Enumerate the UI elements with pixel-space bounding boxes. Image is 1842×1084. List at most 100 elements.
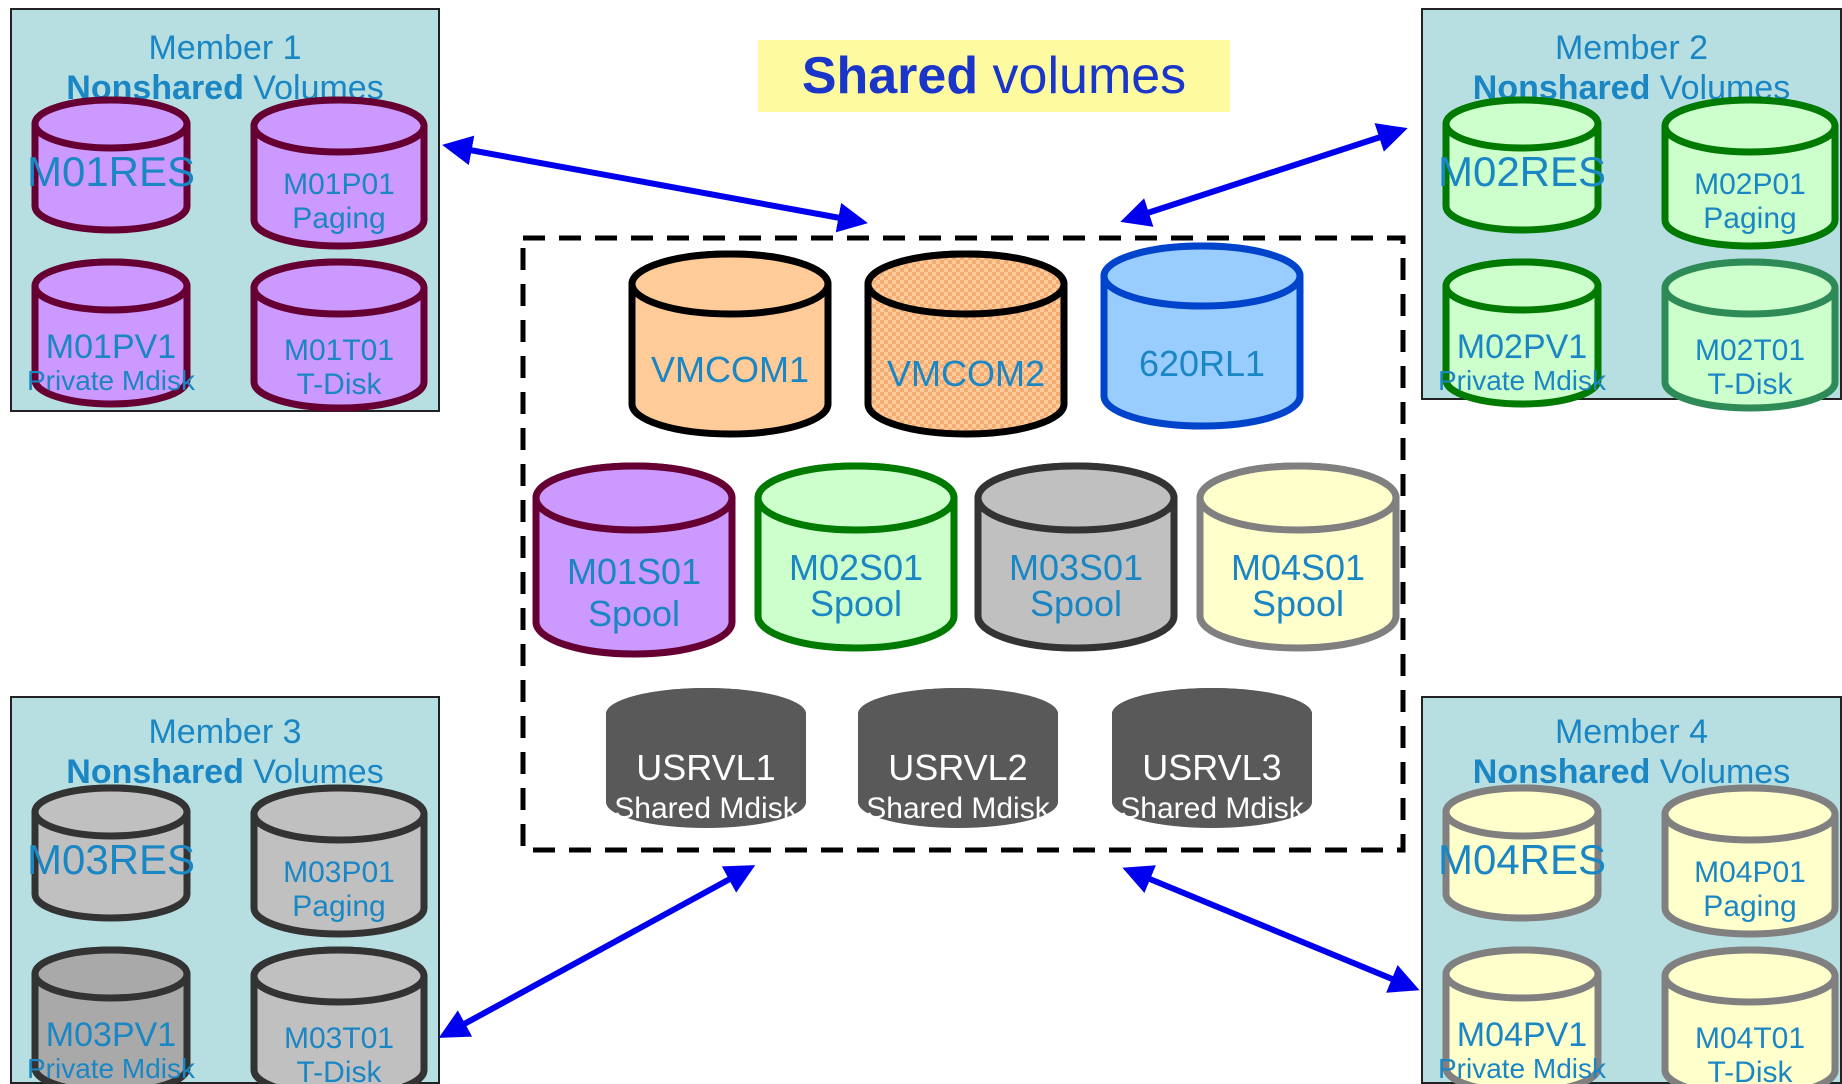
cylinder-top [1442, 96, 1602, 152]
volume-sublabel: T-Disk [297, 368, 383, 401]
volume-sublabel: Shared Mdisk [614, 792, 798, 825]
member-3-nonshared: Nonshared Volumes [66, 753, 384, 791]
cylinder-top [858, 688, 1058, 740]
volume-label: M04P01 [1694, 856, 1806, 889]
volume-label: M02S01 [789, 547, 923, 588]
volume-m04res: M04RES [1438, 784, 1606, 922]
volume-m02res: M02RES [1438, 96, 1606, 234]
cylinder-top [250, 784, 428, 844]
cylinder-top [1442, 258, 1602, 314]
volume-sublabel: Private Mdisk [27, 365, 196, 396]
volume-label: M01PV1 [46, 328, 176, 366]
volume-label: M01P01 [283, 168, 395, 201]
volume-label: M03P01 [283, 856, 395, 889]
shared-volume-vmcom1: VMCOM1 [628, 250, 832, 438]
cylinder-top [31, 96, 191, 152]
volume-m01res: M01RES [27, 96, 195, 234]
volume-sublabel: Paging [1703, 890, 1796, 923]
member-4-nonshared: Nonshared Volumes [1472, 753, 1791, 791]
member-2-label: Member 2 [1554, 29, 1709, 67]
volume-label: USRVL2 [888, 747, 1027, 788]
volume-label: M01T01 [284, 334, 394, 367]
volume-sublabel: Private Mdisk [27, 1053, 196, 1084]
cylinder-top [532, 462, 736, 534]
volume-sublabel: T-Disk [1708, 368, 1794, 401]
volume-sublabel: Private Mdisk [1438, 365, 1607, 396]
volume-sublabel: Paging [1703, 202, 1796, 235]
volume-sublabel: T-Disk [297, 1056, 383, 1084]
cylinder-top [628, 250, 832, 318]
volume-label: M03T01 [284, 1022, 394, 1055]
volume-sublabel: Spool [1030, 583, 1122, 624]
member-4-label: Member 4 [1554, 713, 1709, 751]
arrow-member-1 [442, 135, 868, 233]
shared-volume-vmcom2: VMCOM2 [864, 250, 1068, 438]
cylinder-top [250, 946, 428, 1006]
cylinder-top [1196, 462, 1400, 534]
volume-label: M02RES [1438, 148, 1606, 195]
member-3-label: Member 3 [148, 713, 302, 751]
volume-sublabel: T-Disk [1708, 1056, 1794, 1084]
volume-sublabel: Spool [1252, 583, 1344, 624]
cylinder-top [1661, 96, 1839, 156]
volume-label: VMCOM2 [887, 353, 1045, 394]
cylinder-top [864, 250, 1068, 318]
volume-label: M02T01 [1695, 334, 1805, 367]
volume-label: VMCOM1 [651, 349, 809, 390]
cylinder-top [1661, 946, 1839, 1006]
cylinder-top [1112, 688, 1312, 740]
volume-sublabel: Spool [588, 593, 680, 634]
volume-label: 620RL1 [1139, 343, 1265, 384]
shared-volumes-banner: Shared volumes [758, 40, 1230, 112]
cylinder-top [31, 784, 191, 840]
volume-label: M01RES [27, 148, 195, 195]
volume-sublabel: Shared Mdisk [866, 792, 1050, 825]
cylinder-top [606, 688, 806, 740]
shared-volume-620rl1: 620RL1 [1100, 242, 1304, 430]
volume-label: M01S01 [567, 551, 701, 592]
volume-label: M02P01 [1694, 168, 1806, 201]
volume-label: M04PV1 [1457, 1016, 1587, 1054]
shared-area-border [520, 235, 1406, 853]
banner-strong: Shared [801, 47, 979, 105]
volume-sublabel: Shared Mdisk [1120, 792, 1304, 825]
volume-sublabel: Private Mdisk [1438, 1053, 1607, 1084]
volume-label: USRVL3 [1142, 747, 1281, 788]
volume-label: M04RES [1438, 836, 1606, 883]
cylinder-top [31, 258, 191, 314]
arrow-member-2 [1120, 123, 1408, 227]
cylinder-top [250, 258, 428, 318]
member-1-label: Member 1 [148, 29, 302, 67]
cylinder-top [1442, 784, 1602, 840]
cylinder-top [1661, 258, 1839, 318]
volume-sublabel: Paging [292, 202, 385, 235]
cylinder-top [974, 462, 1178, 534]
cylinder-top [250, 96, 428, 156]
volume-label: M03RES [27, 836, 195, 883]
volume-label: M04T01 [1695, 1022, 1805, 1055]
banner-rest: volumes [978, 47, 1187, 105]
volume-label: USRVL1 [636, 747, 775, 788]
cylinder-top [1661, 784, 1839, 844]
arrow-member-3 [438, 865, 756, 1038]
volume-sublabel: Spool [810, 583, 902, 624]
volume-label: M03PV1 [46, 1016, 176, 1054]
cylinder-top [1442, 946, 1602, 1002]
cylinder-top [1100, 242, 1304, 310]
